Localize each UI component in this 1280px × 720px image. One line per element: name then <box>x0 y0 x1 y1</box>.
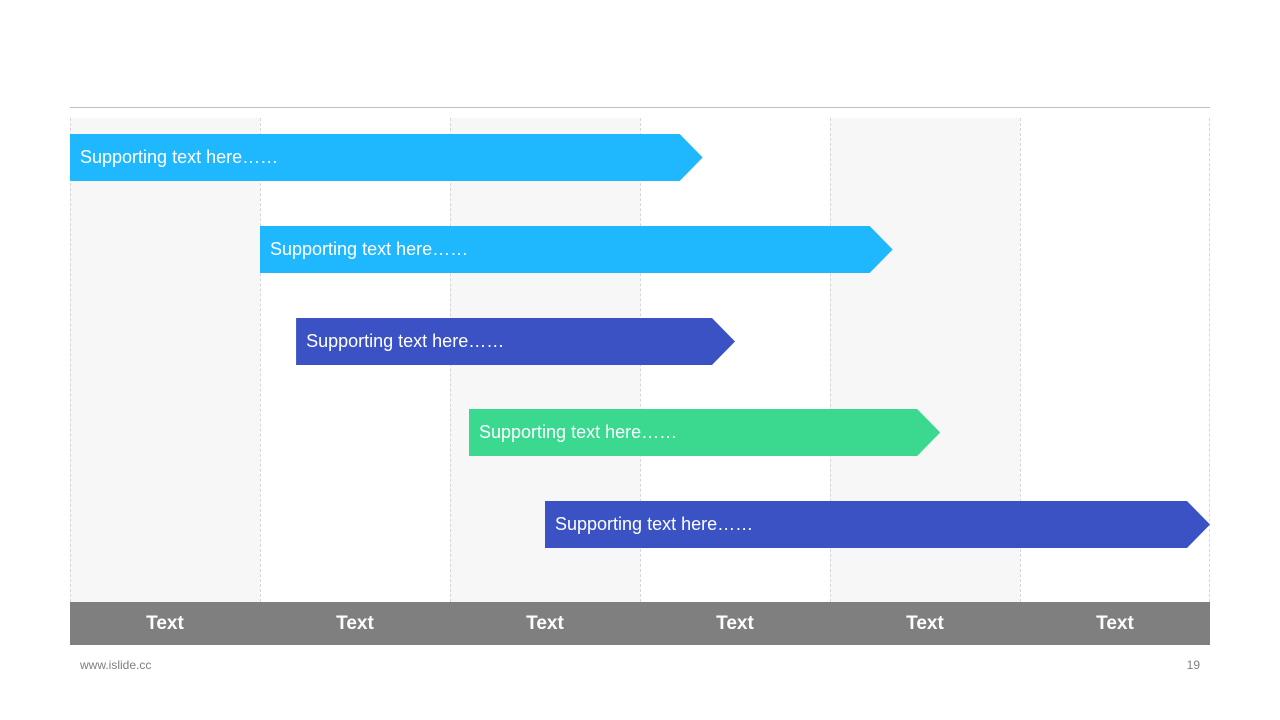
top-divider <box>70 107 1210 108</box>
timeline-label-6: Text <box>1096 613 1134 634</box>
timeline-label-1: Text <box>146 613 184 634</box>
timeline-label-3: Text <box>526 613 564 634</box>
gantt-bar-4: Supporting text here…… <box>469 409 940 456</box>
grid-column-2 <box>260 118 450 602</box>
grid-column-6 <box>1020 118 1210 602</box>
gantt-bar-3: Supporting text here…… <box>296 318 735 365</box>
gantt-bar-5: Supporting text here…… <box>545 501 1210 548</box>
timeline-label-5: Text <box>906 613 944 634</box>
page-number: 19 <box>1186 658 1200 672</box>
gantt-bar-2: Supporting text here…… <box>260 226 893 273</box>
footer-url[interactable]: www.islide.cc <box>80 658 152 672</box>
timeline-label-2: Text <box>336 613 374 634</box>
gantt-bar-1: Supporting text here…… <box>70 134 703 181</box>
timeline-label-4: Text <box>716 613 754 634</box>
timeline-axis: Text Text Text Text Text Text <box>70 602 1210 645</box>
grid-column-1 <box>70 118 260 602</box>
